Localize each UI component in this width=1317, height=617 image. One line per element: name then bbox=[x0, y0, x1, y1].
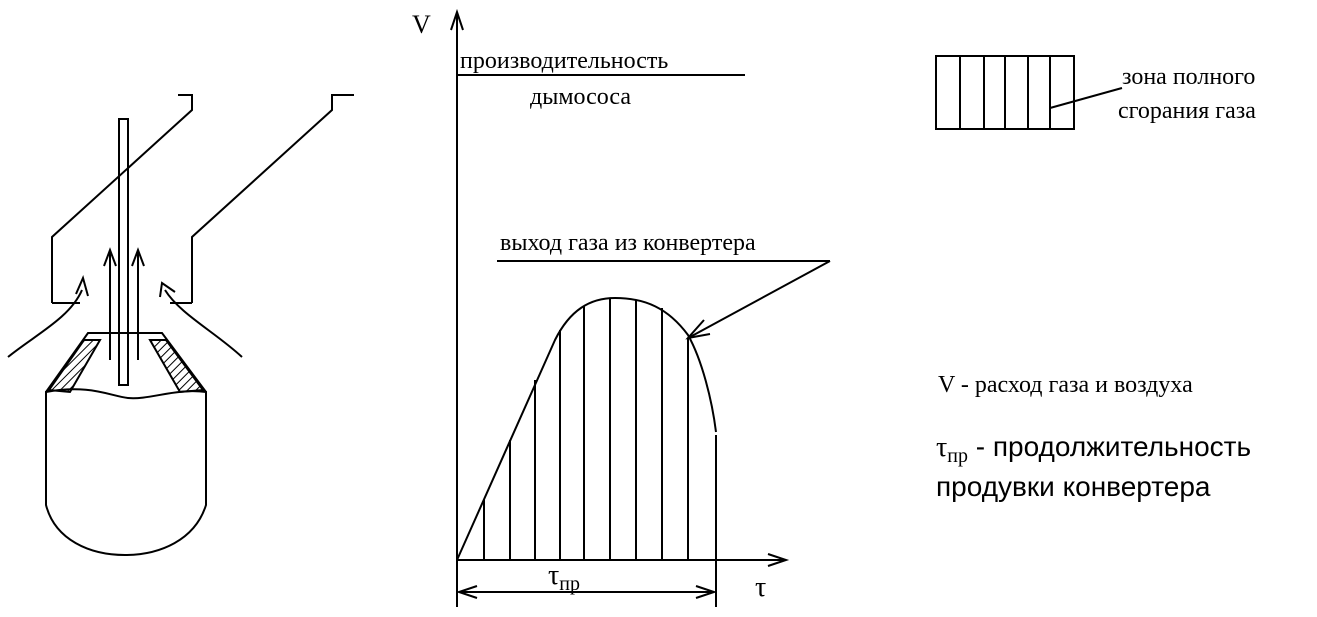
legend: зона полного сгорания газа V - расход га… bbox=[935, 55, 1256, 502]
zone-label-line2: сгорания газа bbox=[1118, 98, 1256, 124]
y-axis-label: V bbox=[412, 10, 431, 39]
y-axis-arrowhead bbox=[450, 8, 464, 31]
fan-capacity-label-line2: дымососа bbox=[530, 84, 631, 110]
tau-definition-line1: τпр - продолжительность bbox=[936, 431, 1251, 467]
combustion-zone-swatch-hatch bbox=[959, 56, 1051, 129]
duration-arrow-left bbox=[455, 585, 478, 599]
lining-left bbox=[47, 339, 102, 394]
gas-output-label: выход газа из конвертера bbox=[500, 230, 756, 256]
lining-right bbox=[148, 339, 205, 394]
gas-output-curve bbox=[456, 296, 717, 561]
air-arrow-right-head bbox=[159, 281, 176, 298]
gas-hood-outline bbox=[51, 94, 193, 303]
duration-label: τпр bbox=[548, 560, 580, 595]
v-definition: V - расход газа и воздуха bbox=[938, 372, 1193, 398]
fan-capacity-label-line1: производительность bbox=[460, 48, 668, 74]
gas-output-leader-arrowhead bbox=[685, 319, 711, 340]
oxygen-lance bbox=[118, 118, 129, 386]
zone-leader bbox=[1049, 87, 1123, 109]
converter-schematic bbox=[7, 94, 354, 557]
x-axis-label: τ bbox=[755, 572, 766, 603]
converter-vessel bbox=[45, 388, 207, 557]
zone-label-line1: зона полного bbox=[1122, 64, 1255, 90]
gas-arrow-left-head bbox=[103, 247, 117, 267]
combustion-hatching bbox=[483, 299, 717, 560]
gas-output-leader bbox=[689, 260, 831, 338]
gas-flow-graph: V τ производительность дымососа выход га… bbox=[412, 8, 831, 607]
tau-definition-line2: продувки конвертера bbox=[936, 471, 1211, 502]
air-arrow-right bbox=[164, 289, 243, 358]
duration-arrow-right bbox=[695, 585, 718, 599]
air-arrow-left-head bbox=[75, 275, 89, 297]
air-arrow-left bbox=[7, 289, 83, 358]
gas-arrow-right-head bbox=[131, 247, 145, 267]
gas-hood-outline-right bbox=[191, 94, 354, 303]
x-axis-arrowhead bbox=[767, 553, 790, 567]
